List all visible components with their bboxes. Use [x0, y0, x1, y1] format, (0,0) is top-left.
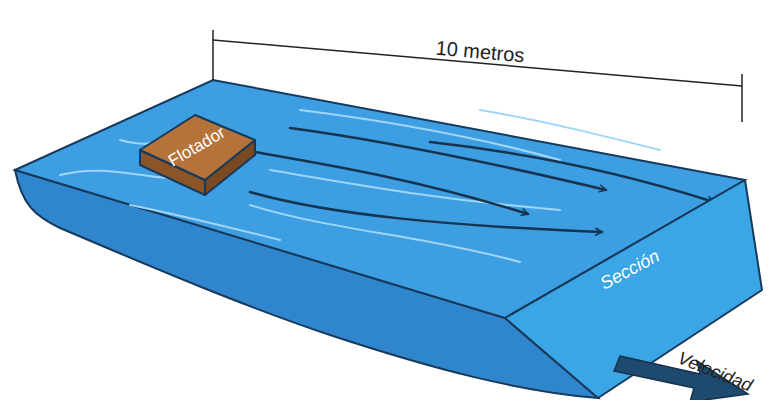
flow-arrow: [250, 192, 602, 232]
dimension-line: [213, 30, 742, 122]
flow-arrows: [250, 128, 714, 232]
ripple-line: [250, 205, 520, 262]
ripple-line: [270, 170, 560, 210]
dimension-tick: [741, 74, 743, 122]
dimension-label: 10 metros: [435, 37, 526, 68]
ripple-line: [480, 110, 660, 150]
flow-arrow: [290, 128, 606, 190]
flow-arrow: [255, 152, 528, 214]
ripple-line: [130, 205, 280, 240]
float-box: Flotador: [135, 110, 260, 200]
dimension-tick: [212, 30, 214, 80]
section-face-face: [505, 180, 762, 398]
flow-arrow: [430, 142, 714, 202]
float-box-face: [140, 115, 255, 180]
ripple-lines: [60, 110, 660, 262]
